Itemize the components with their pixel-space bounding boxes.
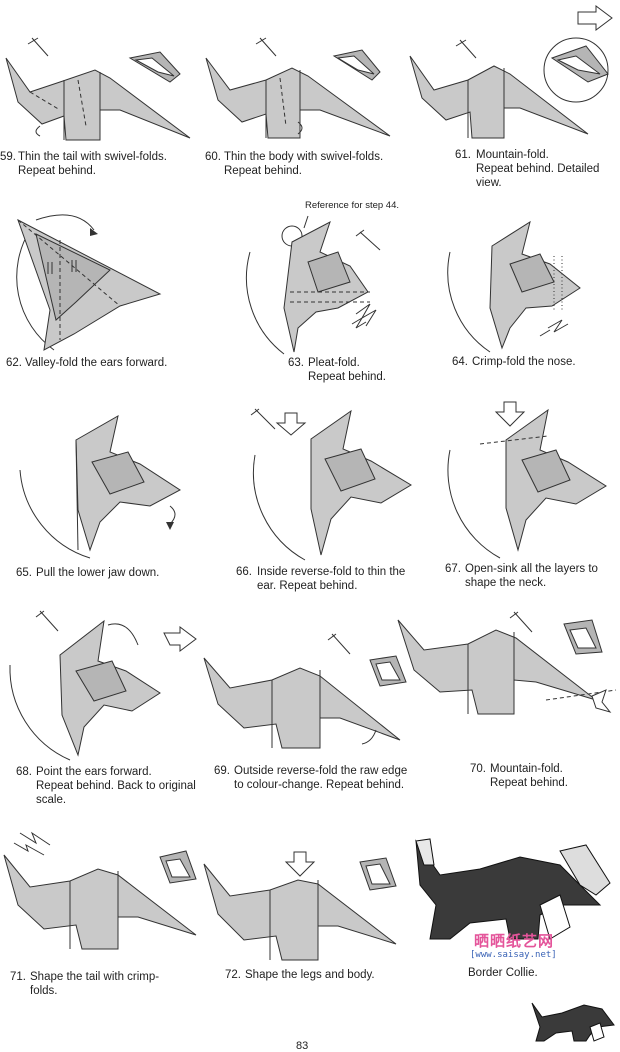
push-arrow-icon bbox=[275, 412, 307, 436]
step-68-text: Point the ears forward. Repeat behind. B… bbox=[36, 766, 196, 806]
watermark: 晒晒纸艺网 [www.saisay.net] bbox=[470, 930, 580, 966]
step-65-diagram bbox=[10, 410, 200, 559]
step-72-text: Shape the legs and body. bbox=[245, 969, 375, 981]
border-collie-figure bbox=[415, 838, 611, 940]
step-69-text: Outside reverse-fold the raw edge to col… bbox=[234, 765, 408, 791]
step-66-caption: 66. bbox=[236, 566, 252, 578]
step-59-text: Thin the tail with swivel-folds. Repeat … bbox=[18, 151, 167, 177]
step-59-diagram bbox=[0, 30, 200, 150]
step-60-diagram bbox=[200, 30, 400, 150]
step-69-caption: 69. bbox=[214, 765, 230, 777]
step-65-figure bbox=[19, 415, 181, 559]
step-61-diagram bbox=[408, 4, 620, 150]
watermark-text: 晒晒纸艺网 bbox=[474, 932, 555, 950]
step-66-diagram bbox=[235, 405, 425, 561]
step-70-diagram bbox=[396, 610, 620, 760]
step-70-text: Mountain-fold. Repeat behind. bbox=[490, 763, 569, 789]
step-60-caption: 60. bbox=[205, 151, 221, 163]
step-65-text: Pull the lower jaw down. bbox=[36, 567, 160, 579]
step-62-figure bbox=[16, 214, 162, 351]
step-62-text: Valley-fold the ears forward. bbox=[25, 357, 168, 369]
mountain-arrow-icon bbox=[591, 689, 612, 713]
step-71-diagram bbox=[0, 825, 200, 965]
shape-arrow-icon bbox=[284, 851, 316, 877]
step-62-caption: 62. bbox=[6, 357, 22, 369]
step-64-figure bbox=[447, 220, 581, 353]
step-60-text: Thin the body with swivel-folds. Repeat … bbox=[224, 151, 384, 177]
watermark-url: [www.saisay.net] bbox=[470, 950, 557, 960]
reference-label: Reference for step 44. bbox=[305, 200, 399, 211]
step-63-caption: 63. bbox=[288, 357, 304, 369]
step-71-figure bbox=[3, 831, 197, 950]
step-67-caption: 67. bbox=[445, 563, 461, 575]
page-number: 83 bbox=[296, 1040, 309, 1052]
step-69-diagram bbox=[200, 630, 420, 760]
step-70-caption: 70. bbox=[470, 763, 486, 775]
step-63-figure bbox=[245, 215, 381, 355]
collie-thumbnail-figure bbox=[531, 1002, 615, 1042]
step-71-caption: 71. bbox=[10, 971, 26, 983]
final-model-caption: Border Collie. bbox=[468, 967, 538, 979]
sink-arrow-icon bbox=[494, 401, 526, 427]
step-68-figure bbox=[9, 610, 197, 761]
step-68-diagram bbox=[0, 605, 210, 761]
step-72-caption: 72. bbox=[225, 969, 241, 981]
step-71-text: Shape the tail with crimp- folds. bbox=[30, 971, 160, 997]
step-72-figure bbox=[203, 851, 397, 961]
step-63-text: Pleat-fold. Repeat behind. bbox=[308, 357, 387, 383]
step-63-diagram bbox=[220, 212, 420, 355]
step-59-figure bbox=[5, 37, 191, 141]
step-68-caption: 68. bbox=[16, 766, 32, 778]
step-60-figure bbox=[205, 37, 391, 139]
step-70-figure bbox=[397, 611, 617, 715]
step-62-diagram bbox=[0, 210, 200, 351]
step-65-caption: 65. bbox=[16, 567, 32, 579]
step-67-figure bbox=[447, 401, 607, 559]
step-64-diagram bbox=[430, 212, 620, 353]
step-61-text: Mountain-fold. Repeat behind. Detailed v… bbox=[476, 149, 600, 189]
step-69-figure bbox=[203, 633, 407, 749]
step-67-diagram bbox=[440, 400, 620, 559]
step-61-figure bbox=[409, 5, 613, 139]
step-66-text: Inside reverse-fold to thin the ear. Rep… bbox=[257, 566, 406, 592]
collie-thumbnail bbox=[528, 995, 618, 1043]
step-67-text: Open-sink all the layers to shape the ne… bbox=[465, 563, 598, 589]
border-collie-finished-model bbox=[410, 835, 620, 945]
step-72-diagram bbox=[200, 850, 410, 965]
step-59-caption: 59. bbox=[0, 151, 16, 163]
turn-over-arrow-icon bbox=[577, 5, 613, 31]
step-64-caption: 64. bbox=[452, 356, 468, 368]
step-66-figure bbox=[250, 408, 412, 561]
step-61-caption: 61. bbox=[455, 149, 471, 161]
step-64-text: Crimp-fold the nose. bbox=[472, 356, 576, 368]
rotate-arrow-icon bbox=[163, 626, 197, 652]
